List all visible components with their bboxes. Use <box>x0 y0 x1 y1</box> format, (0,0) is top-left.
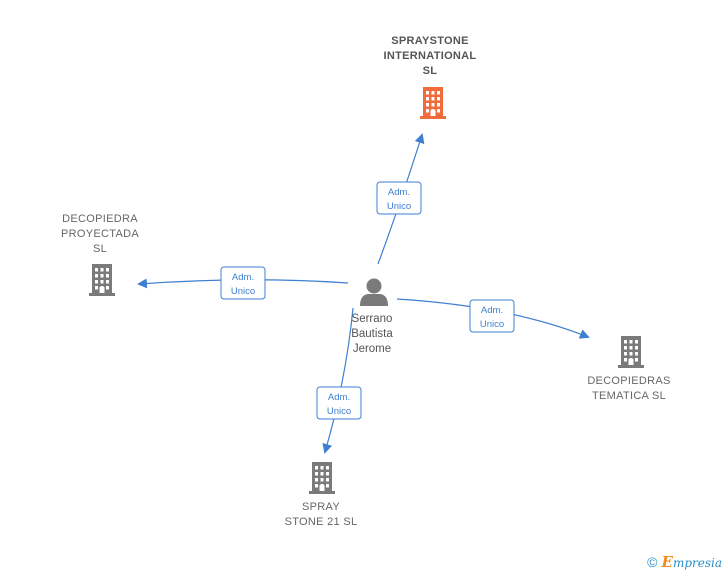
person-name-line: Bautista <box>351 328 393 340</box>
company-label-line: SL <box>422 65 438 77</box>
company-label-line: SPRAY <box>302 501 340 513</box>
brand-initial: E <box>661 553 673 571</box>
company-label-line: DECOPIEDRA <box>62 213 138 225</box>
building-icon[interactable] <box>89 264 115 296</box>
company-label-line: DECOPIEDRAS <box>587 375 671 387</box>
edges-layer <box>137 133 590 454</box>
edge-label-decopiedra-proyectada[interactable]: Adm. Unico <box>220 266 266 300</box>
person-icon[interactable] <box>360 278 388 307</box>
edge-label-text: Unico <box>327 406 351 417</box>
edge-label-text: Unico <box>480 319 504 330</box>
edge-label-text: Adm. <box>328 392 350 403</box>
company-label-spraystone-international[interactable]: SPRAYSTONE INTERNATIONAL SL <box>365 34 495 79</box>
edge-label-spray-stone-21[interactable]: Adm. Unico <box>316 386 362 420</box>
company-label-line: SL <box>92 243 108 255</box>
nodes-layer <box>89 87 644 494</box>
edge-label-text: Adm. <box>232 272 254 283</box>
edge-label-text: Unico <box>231 286 255 297</box>
edge-label-text: Adm. <box>481 305 503 316</box>
building-icon[interactable] <box>618 336 644 368</box>
company-label-decopiedras-tematica[interactable]: DECOPIEDRAS TEMATICA SL <box>573 374 685 404</box>
edge-label-text: Unico <box>387 201 411 212</box>
person-name: Serrano Bautista Jerome <box>330 312 414 357</box>
building-icon[interactable] <box>420 87 446 119</box>
brand-logo: Empresia <box>662 553 723 571</box>
edge-label-text: Adm. <box>388 187 410 198</box>
building-icon[interactable] <box>309 462 335 494</box>
footer-brand[interactable]: © Empresia <box>647 553 722 571</box>
company-label-line: TEMATICA SL <box>592 390 666 402</box>
company-label-line: SPRAYSTONE <box>391 35 469 47</box>
company-label-decopiedra-proyectada[interactable]: DECOPIEDRA PROYECTADA SL <box>45 212 155 257</box>
company-label-line: PROYECTADA <box>61 228 139 240</box>
copyright-icon: © <box>647 554 658 570</box>
edge-spray-stone-21 <box>322 307 354 454</box>
edge-label-decopiedras-tematica[interactable]: Adm. Unico <box>469 299 515 333</box>
company-label-line: INTERNATIONAL <box>383 50 477 62</box>
company-label-spray-stone-21[interactable]: SPRAY STONE 21 SL <box>268 500 374 530</box>
brand-rest: mpresia <box>672 556 722 570</box>
edge-label-spraystone-international[interactable]: Adm. Unico <box>376 181 422 215</box>
company-label-line: STONE 21 SL <box>284 516 358 528</box>
person-name-line: Serrano <box>351 313 393 325</box>
person-name-line: Jerome <box>352 343 392 355</box>
